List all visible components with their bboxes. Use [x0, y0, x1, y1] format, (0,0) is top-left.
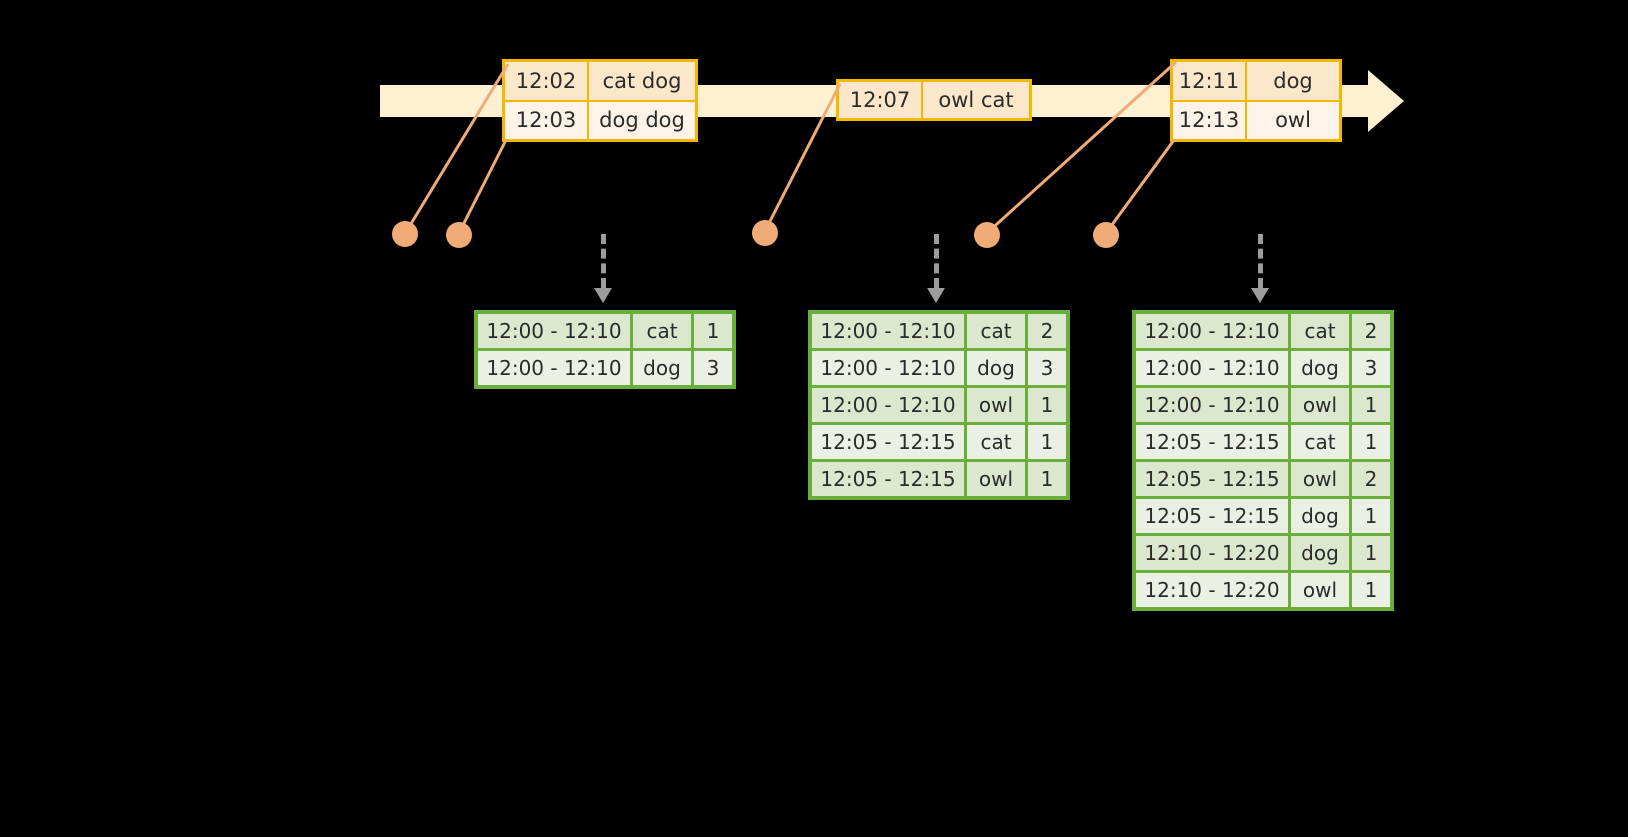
- cell-count: 3: [694, 351, 732, 385]
- cell-word: cat: [1291, 425, 1349, 459]
- event-row: 12:11 dog: [1173, 62, 1339, 100]
- event-group-2[interactable]: 12:07 owl cat: [836, 79, 1032, 121]
- cell-count: 1: [1352, 388, 1390, 422]
- cell-window-range: 12:00 - 12:10: [478, 314, 630, 348]
- cell-count: 1: [1028, 388, 1066, 422]
- cell-word: cat: [1291, 314, 1349, 348]
- cell-count: 1: [1352, 499, 1390, 533]
- cell-count: 3: [1352, 351, 1390, 385]
- event-words: owl cat: [923, 82, 1029, 118]
- cell-word: cat: [633, 314, 691, 348]
- cell-word: owl: [967, 388, 1025, 422]
- cell-count: 1: [1028, 425, 1066, 459]
- cell-word: owl: [967, 462, 1025, 496]
- cell-count: 3: [1028, 351, 1066, 385]
- event-time: 12:02: [505, 62, 589, 100]
- cell-window-range: 12:05 - 12:15: [1136, 425, 1288, 459]
- event-marker-4: [974, 222, 1000, 248]
- cell-window-range: 12:05 - 12:15: [1136, 499, 1288, 533]
- event-marker-3: [752, 220, 778, 246]
- leader-line-2: [457, 139, 508, 234]
- event-time: 12:11: [1173, 62, 1247, 100]
- cell-word: dog: [1291, 536, 1349, 570]
- event-row: 12:02 cat dog: [505, 62, 695, 100]
- cell-count: 1: [1352, 573, 1390, 607]
- cell-word: owl: [1291, 573, 1349, 607]
- event-time: 12:07: [839, 82, 923, 118]
- event-marker-5: [1093, 222, 1119, 248]
- cell-window-range: 12:05 - 12:15: [812, 425, 964, 459]
- event-words: dog: [1247, 62, 1339, 100]
- cell-window-range: 12:00 - 12:10: [812, 351, 964, 385]
- cell-word: cat: [967, 314, 1025, 348]
- cell-count: 2: [1352, 462, 1390, 496]
- leader-line-5: [1104, 139, 1176, 234]
- cell-count: 1: [1028, 462, 1066, 496]
- event-group-3[interactable]: 12:11 dog 12:13 owl: [1170, 59, 1342, 142]
- cell-count: 2: [1028, 314, 1066, 348]
- cell-window-range: 12:10 - 12:20: [1136, 536, 1288, 570]
- cell-word: dog: [1291, 351, 1349, 385]
- event-marker-2: [446, 222, 472, 248]
- event-words: owl: [1247, 101, 1339, 139]
- cell-window-range: 12:00 - 12:10: [812, 388, 964, 422]
- cell-word: owl: [1291, 462, 1349, 496]
- cell-window-range: 12:00 - 12:10: [1136, 314, 1288, 348]
- cell-window-range: 12:10 - 12:20: [1136, 573, 1288, 607]
- cell-count: 1: [694, 314, 732, 348]
- cell-count: 1: [1352, 536, 1390, 570]
- event-time: 12:13: [1173, 101, 1247, 139]
- cell-window-range: 12:00 - 12:10: [1136, 351, 1288, 385]
- cell-count: 2: [1352, 314, 1390, 348]
- event-words: cat dog: [589, 62, 695, 100]
- event-words: dog dog: [589, 101, 695, 139]
- cell-word: cat: [967, 425, 1025, 459]
- cell-window-range: 12:00 - 12:10: [812, 314, 964, 348]
- cell-window-range: 12:05 - 12:15: [812, 462, 964, 496]
- cell-word: owl: [1291, 388, 1349, 422]
- event-row: 12:07 owl cat: [839, 82, 1029, 118]
- event-time: 12:03: [505, 101, 589, 139]
- cell-window-range: 12:00 - 12:10: [478, 351, 630, 385]
- event-marker-1: [392, 221, 418, 247]
- event-row: 12:13 owl: [1173, 99, 1339, 139]
- cell-window-range: 12:00 - 12:10: [1136, 388, 1288, 422]
- cell-window-range: 12:05 - 12:15: [1136, 462, 1288, 496]
- cell-word: dog: [633, 351, 691, 385]
- event-group-1[interactable]: 12:02 cat dog 12:03 dog dog: [502, 59, 698, 142]
- cell-word: dog: [1291, 499, 1349, 533]
- event-row: 12:03 dog dog: [505, 99, 695, 139]
- cell-word: dog: [967, 351, 1025, 385]
- cell-count: 1: [1352, 425, 1390, 459]
